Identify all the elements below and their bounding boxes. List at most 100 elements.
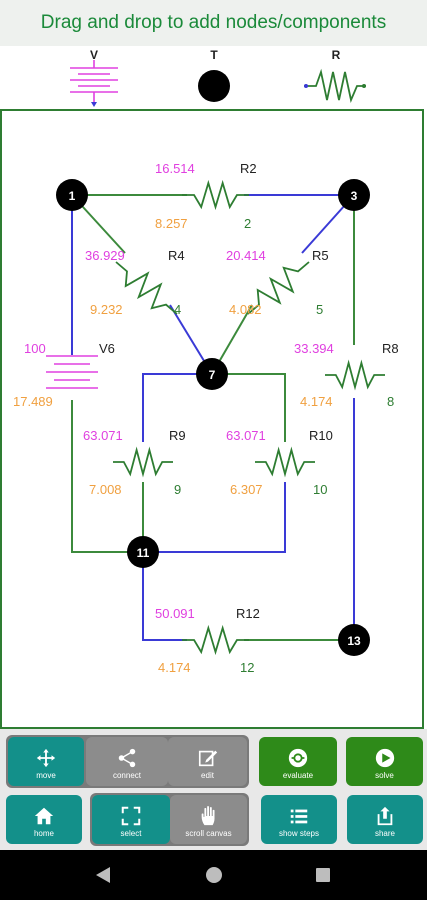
component-name-r5: R5	[312, 248, 329, 263]
move-button[interactable]: move	[8, 737, 84, 786]
component-index-r4: 4	[174, 302, 181, 317]
component-value-bottom-r5: 4.082	[229, 302, 262, 317]
component-name-r4: R4	[168, 248, 185, 263]
component-name-v6: V6	[99, 341, 115, 356]
component-value-top-r2: 16.514	[155, 161, 195, 176]
component-value-bottom-r12: 4.174	[158, 660, 191, 675]
home-nav-icon[interactable]	[199, 850, 229, 900]
connect-label: connect	[112, 771, 142, 780]
palette-battery-label: V	[89, 48, 98, 62]
component-index-r5: 5	[316, 302, 323, 317]
share-button[interactable]: share	[347, 795, 423, 844]
component-name-r9: R9	[169, 428, 186, 443]
component-value-bottom-v6: 17.489	[13, 394, 53, 409]
circuit-node[interactable]	[196, 358, 228, 390]
android-nav-bar	[0, 850, 427, 900]
component-value-bottom-r8: 4.174	[300, 394, 333, 409]
resistor-icon	[304, 68, 366, 103]
component-index-r10: 10	[313, 482, 327, 497]
component-value-top-r9: 63.071	[83, 428, 123, 443]
circuit-node[interactable]	[56, 179, 88, 211]
circuit-node-label: 13	[347, 634, 361, 648]
select-label: select	[120, 829, 142, 838]
component-index-r8: 8	[387, 394, 394, 409]
share-icon	[377, 806, 393, 826]
instruction-header: Drag and drop to add nodes/components	[0, 0, 427, 46]
wire-7-r9[interactable]	[142, 373, 212, 442]
edit-label: edit	[201, 771, 214, 780]
solve-button[interactable]: solve	[346, 737, 423, 786]
share-nodes-icon	[118, 748, 136, 768]
circuit-node-label: 3	[351, 189, 358, 203]
palette-node-label: T	[210, 48, 218, 62]
component-name-r2: R2	[240, 161, 257, 176]
component-index-r12: 12	[240, 660, 254, 675]
evaluate-button[interactable]: evaluate	[259, 737, 337, 786]
evaluate-label: evaluate	[282, 771, 314, 780]
palette-node[interactable]: T	[196, 46, 236, 108]
share-label: share	[374, 829, 395, 838]
battery-icon	[70, 60, 118, 107]
wire-r10-11[interactable]	[143, 482, 286, 553]
evaluate-icon	[288, 748, 308, 768]
component-palette: V T R	[0, 46, 427, 108]
list-icon	[290, 809, 308, 824]
palette-resistor[interactable]: R	[302, 46, 372, 108]
component-value-bottom-r2: 8.257	[155, 216, 188, 231]
resistor-r10[interactable]	[255, 446, 315, 478]
node-icon	[198, 70, 230, 102]
component-value-top-v6: 100	[24, 341, 46, 356]
resistor-r9[interactable]	[113, 446, 173, 478]
select-button[interactable]: select	[92, 795, 170, 844]
circuit-node[interactable]	[338, 179, 370, 211]
recents-icon[interactable]	[308, 850, 338, 900]
back-icon[interactable]	[88, 850, 118, 900]
edit-button[interactable]: edit	[168, 737, 247, 786]
circuit-node-label: 7	[209, 368, 216, 382]
component-index-r9: 9	[174, 482, 181, 497]
show-steps-label: show steps	[278, 829, 320, 838]
home-icon	[34, 807, 54, 825]
resistor-r8[interactable]	[325, 359, 385, 391]
connect-button[interactable]: connect	[86, 737, 168, 786]
move-label: move	[36, 771, 56, 780]
component-name-r8: R8	[382, 341, 399, 356]
wire-v6-11[interactable]	[71, 400, 143, 553]
circuit-node[interactable]	[127, 536, 159, 568]
component-value-top-r4: 36.929	[85, 248, 125, 263]
select-frame-icon	[121, 806, 141, 826]
bottom-toolbar: move connect edit evaluate solve	[0, 729, 427, 850]
component-value-bottom-r10: 6.307	[230, 482, 263, 497]
resistor-r2[interactable]	[182, 179, 249, 211]
edit-icon	[198, 750, 217, 767]
resistor-r4[interactable]	[115, 261, 178, 315]
move-icon	[36, 748, 56, 768]
hand-icon	[201, 806, 214, 826]
home-button[interactable]: home	[6, 795, 82, 844]
component-value-top-r10: 63.071	[226, 428, 266, 443]
component-value-top-r12: 50.091	[155, 606, 195, 621]
resistor-r12[interactable]	[182, 624, 249, 656]
scroll-canvas-button[interactable]: scroll canvas	[170, 795, 247, 844]
component-value-top-r8: 33.394	[294, 341, 334, 356]
component-value-bottom-r4: 9.232	[90, 302, 123, 317]
component-value-bottom-r9: 7.008	[89, 482, 122, 497]
circuit-node[interactable]	[338, 624, 370, 656]
palette-battery[interactable]: V	[64, 46, 124, 108]
component-value-top-r5: 20.414	[226, 248, 266, 263]
component-name-r12: R12	[236, 606, 260, 621]
wire-7-r10[interactable]	[212, 373, 286, 442]
component-index-r2: 2	[244, 216, 251, 231]
palette-resistor-label: R	[331, 48, 341, 62]
resistor-r5[interactable]	[247, 261, 310, 315]
component-name-r10: R10	[309, 428, 333, 443]
show-steps-button[interactable]: show steps	[261, 795, 337, 844]
circuit-node-label: 1	[69, 189, 76, 203]
wire-11-r12[interactable]	[142, 552, 187, 641]
solve-label: solve	[375, 771, 394, 780]
scroll-canvas-label: scroll canvas	[185, 829, 232, 838]
instruction-text: Drag and drop to add nodes/components	[40, 12, 387, 33]
circuit-node-label: 11	[137, 546, 150, 560]
